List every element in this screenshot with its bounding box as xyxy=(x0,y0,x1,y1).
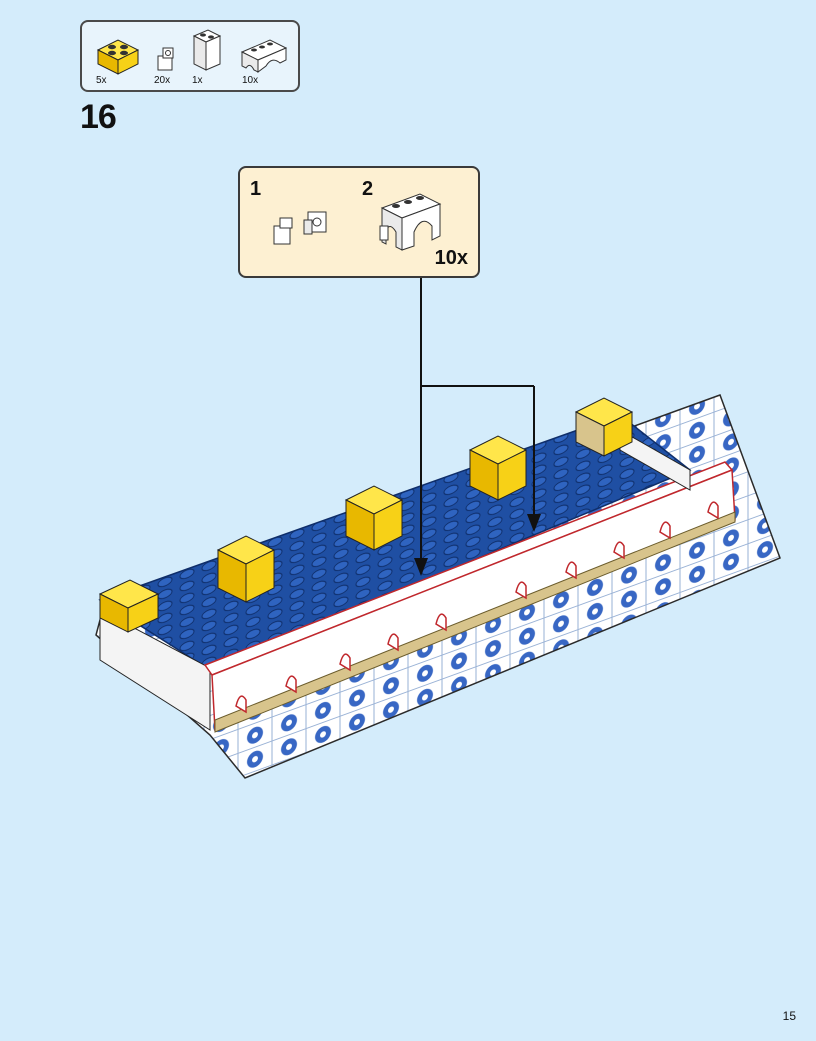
yellow-brick-3 xyxy=(344,485,404,551)
white-brick-tall-icon xyxy=(192,29,222,71)
arrow-head-2 xyxy=(527,514,541,532)
yellow-brick-2x2-icon xyxy=(96,39,140,75)
part-qty-arch: 10x xyxy=(242,75,259,86)
sub-assembly-callout: 1 2 10x xyxy=(238,166,480,278)
arch-openings xyxy=(235,501,719,714)
arch-wall xyxy=(211,468,736,732)
yellow-brick-2 xyxy=(216,535,276,603)
callout-arrows xyxy=(420,278,535,565)
tan-strip xyxy=(214,511,736,733)
substep-1-number: 1 xyxy=(250,178,262,200)
yellow-brick-1 xyxy=(98,579,160,633)
yellow-brick-5 xyxy=(574,397,634,457)
part-qty-yellow: 5x xyxy=(96,75,107,86)
bracket-assembly-icon xyxy=(273,211,327,245)
page-number: 15 xyxy=(782,1009,796,1023)
arrow-head-1 xyxy=(414,558,428,576)
blue-baseplate xyxy=(98,414,692,671)
yellow-brick-4 xyxy=(468,435,528,501)
white-bracket-icon xyxy=(157,47,174,71)
white-arch-icon xyxy=(240,39,288,73)
floor-tiles xyxy=(95,394,781,779)
parts-list-panel: 5x 20x 1x 10x xyxy=(80,20,300,92)
callout-quantity: 10x xyxy=(434,247,468,269)
part-qty-brick: 1x xyxy=(192,75,203,86)
right-wall xyxy=(619,429,691,491)
step-number: 16 xyxy=(80,98,117,136)
left-wall xyxy=(99,609,211,731)
part-qty-bracket: 20x xyxy=(154,75,171,86)
arch-with-brackets-icon xyxy=(379,193,442,251)
arch-wall-top xyxy=(203,461,734,676)
substep-2-number: 2 xyxy=(362,178,374,200)
